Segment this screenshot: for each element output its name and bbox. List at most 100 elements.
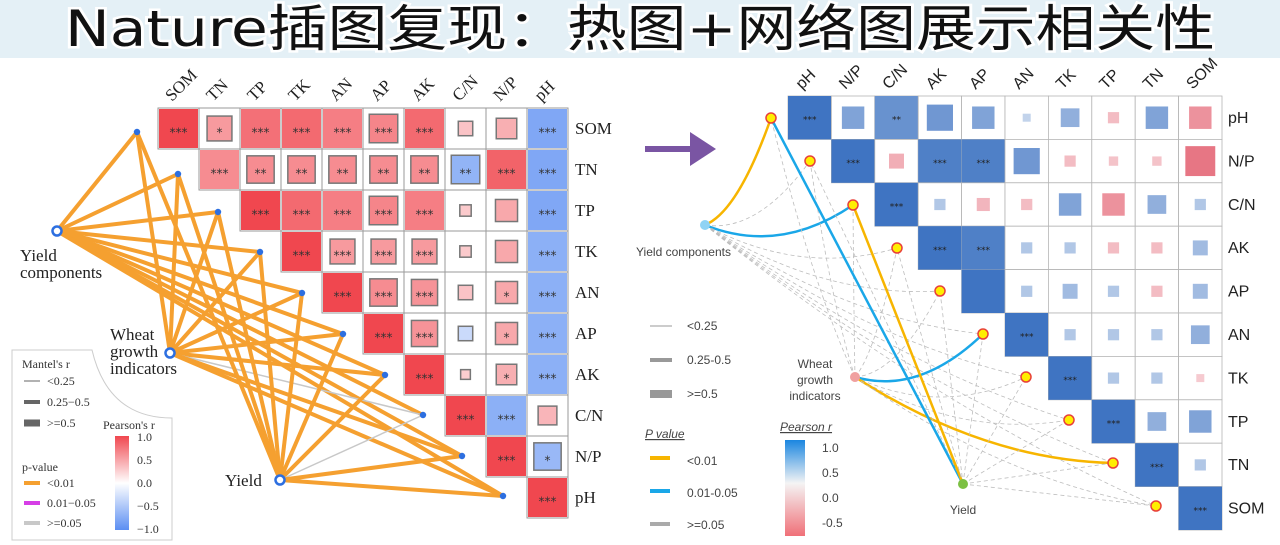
heatmap-square	[1189, 106, 1212, 129]
mantel-edge	[854, 375, 1114, 465]
heatmap-square	[1178, 486, 1222, 530]
column-label: TP	[1097, 66, 1123, 92]
heatmap-square	[788, 96, 832, 140]
heatmap-square	[368, 195, 399, 226]
column-label: C/N	[880, 61, 912, 93]
significance-stars: ***	[933, 159, 947, 169]
heatmap-square	[364, 314, 403, 353]
mantel-edge	[278, 292, 304, 481]
heatmap-square	[976, 197, 990, 212]
legend-title: p-value	[22, 460, 58, 474]
mantel-edge	[278, 373, 387, 482]
legend-label: >=0.05	[47, 516, 82, 530]
legend-label: <0.25	[687, 319, 718, 333]
mantel-edge	[279, 454, 463, 482]
heatmap-square	[934, 198, 946, 211]
heatmap-square	[487, 150, 526, 189]
heatmap-square	[487, 396, 526, 435]
mantel-edge	[704, 224, 1027, 378]
heatmap-square	[369, 278, 398, 307]
variable-node	[1063, 414, 1075, 426]
mantel-edge	[169, 291, 303, 355]
colorbar-tick: 0.5	[137, 453, 152, 467]
heatmap-square	[1005, 313, 1049, 357]
heatmap-square	[282, 191, 321, 230]
heatmap-square	[1064, 242, 1076, 254]
colorbar-tick: 1.0	[822, 441, 839, 455]
variable-node	[891, 242, 903, 254]
mantel-edge	[962, 483, 1157, 507]
significance-stars: ***	[375, 331, 393, 345]
column-label: AP	[366, 76, 395, 105]
heatmap-square	[1107, 112, 1120, 124]
mantel-edge	[704, 224, 1114, 464]
legend-label: <0.25	[47, 374, 75, 388]
heatmap-square	[494, 239, 519, 264]
arrow-icon	[645, 132, 716, 166]
colorbar-tick: 0.0	[822, 491, 839, 505]
heatmap-square	[323, 109, 362, 148]
significance-stars: **	[378, 167, 390, 181]
column-label: TN	[1140, 66, 1167, 93]
mantel-edge	[854, 376, 1070, 425]
heatmap-square	[1062, 283, 1078, 299]
heatmap-square	[495, 117, 518, 140]
significance-stars: ***	[211, 167, 229, 181]
heatmap-square	[1194, 459, 1206, 471]
variable-node	[499, 492, 507, 500]
heatmap-square	[1013, 148, 1040, 175]
heatmap-square	[1102, 193, 1125, 216]
heatmap-square	[1152, 156, 1162, 166]
variable-node	[256, 248, 264, 256]
row-label: TK	[1228, 370, 1249, 387]
heatmap-square	[961, 226, 1005, 270]
heatmap-square	[241, 109, 280, 148]
heatmap-square	[200, 150, 239, 189]
variable-node	[214, 208, 222, 216]
mantel-edge	[279, 414, 424, 481]
heatmap-square	[1151, 329, 1163, 341]
mantel-edge	[962, 333, 984, 485]
mantel-edge	[809, 160, 856, 378]
heatmap-square	[1064, 329, 1076, 341]
row-label: AK	[575, 365, 600, 384]
mantel-edge	[962, 376, 1027, 485]
heatmap-square	[1058, 193, 1082, 216]
heatmap-square	[961, 139, 1005, 183]
heatmap-square	[459, 368, 472, 381]
row-label: pH	[575, 488, 596, 507]
row-label: AN	[575, 283, 600, 302]
variable-node	[934, 285, 946, 297]
right-network: Yield componentsWheatgrowthindicatorsYie…	[636, 112, 1162, 517]
right-heatmap: pHpHN/PN/PC/NC/NAKAKAPAPANANTKTKTPTPTNTN…	[787, 55, 1264, 531]
heatmap-square	[961, 269, 1005, 313]
source-label: Yield	[20, 246, 57, 265]
heatmap-square	[1107, 329, 1120, 341]
column-label: TK	[1053, 66, 1080, 93]
heatmap-square	[282, 109, 321, 148]
mantel-edge	[852, 204, 856, 378]
legend-label: 0.01−0.05	[47, 496, 96, 510]
column-label: SOM	[1183, 55, 1221, 93]
mantel-edge	[169, 332, 344, 355]
significance-stars: **	[460, 167, 472, 181]
significance-stars: ***	[539, 249, 557, 263]
heatmap-square	[1021, 242, 1033, 254]
mantel-edge	[704, 224, 1157, 507]
mantel-edge	[896, 247, 964, 485]
significance-stars: **	[892, 116, 902, 126]
mantel-edge	[168, 211, 220, 354]
heatmap-square	[1107, 242, 1120, 254]
heatmap-square	[1192, 240, 1208, 256]
source-node	[850, 372, 860, 382]
heatmap-square	[1192, 283, 1208, 299]
row-label: SOM	[1228, 501, 1264, 518]
heatmap-square	[1151, 372, 1163, 384]
left-network: YieldcomponentsWheatgrowthindicatorsYiel…	[20, 128, 507, 500]
heatmap-square	[369, 155, 398, 184]
legend-label: >=0.05	[687, 518, 725, 532]
heatmap-square	[1060, 108, 1080, 128]
mantel-edge	[168, 173, 180, 354]
significance-stars: ***	[375, 208, 393, 222]
